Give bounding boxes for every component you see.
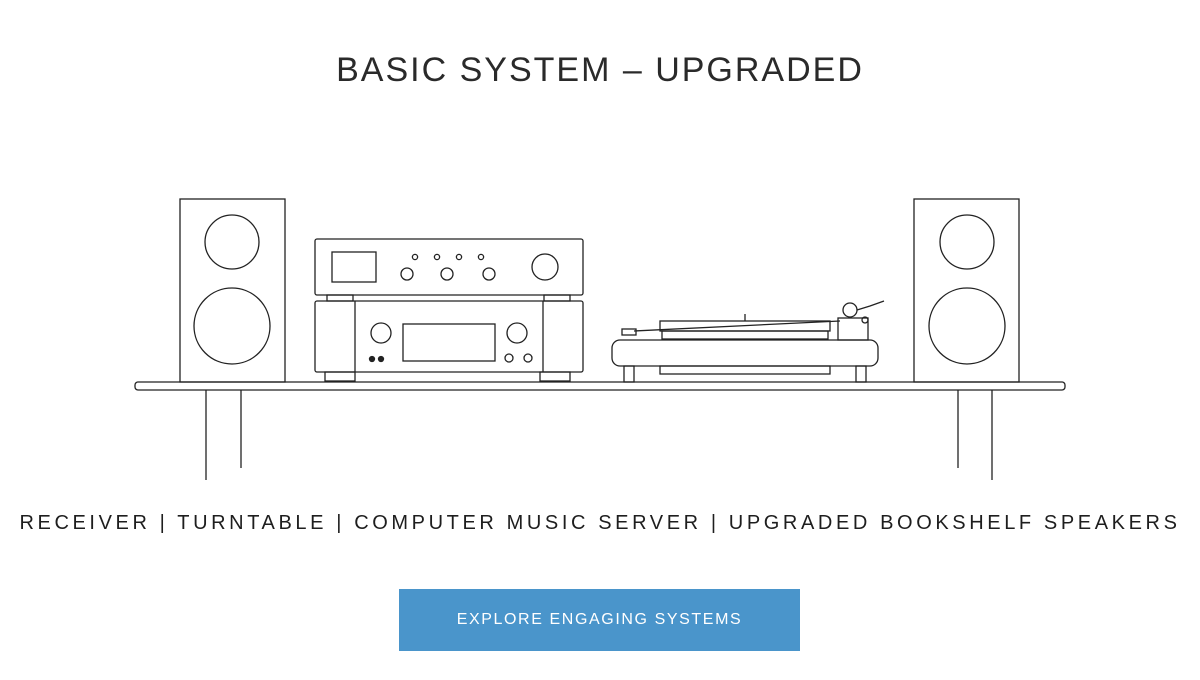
components-list: RECEIVER | TURNTABLE | COMPUTER MUSIC SE… (19, 512, 1181, 534)
explore-engaging-systems-button[interactable]: EXPLORE ENGAGING SYSTEMS (399, 589, 800, 651)
receiver (314, 300, 584, 382)
turntable (611, 300, 885, 383)
page-title: BASIC SYSTEM – UPGRADED (336, 50, 864, 89)
hifi-system-illustration (0, 180, 1200, 490)
table (134, 381, 1066, 480)
left-speaker (179, 198, 286, 383)
music-server (314, 238, 584, 302)
right-speaker (913, 198, 1020, 383)
